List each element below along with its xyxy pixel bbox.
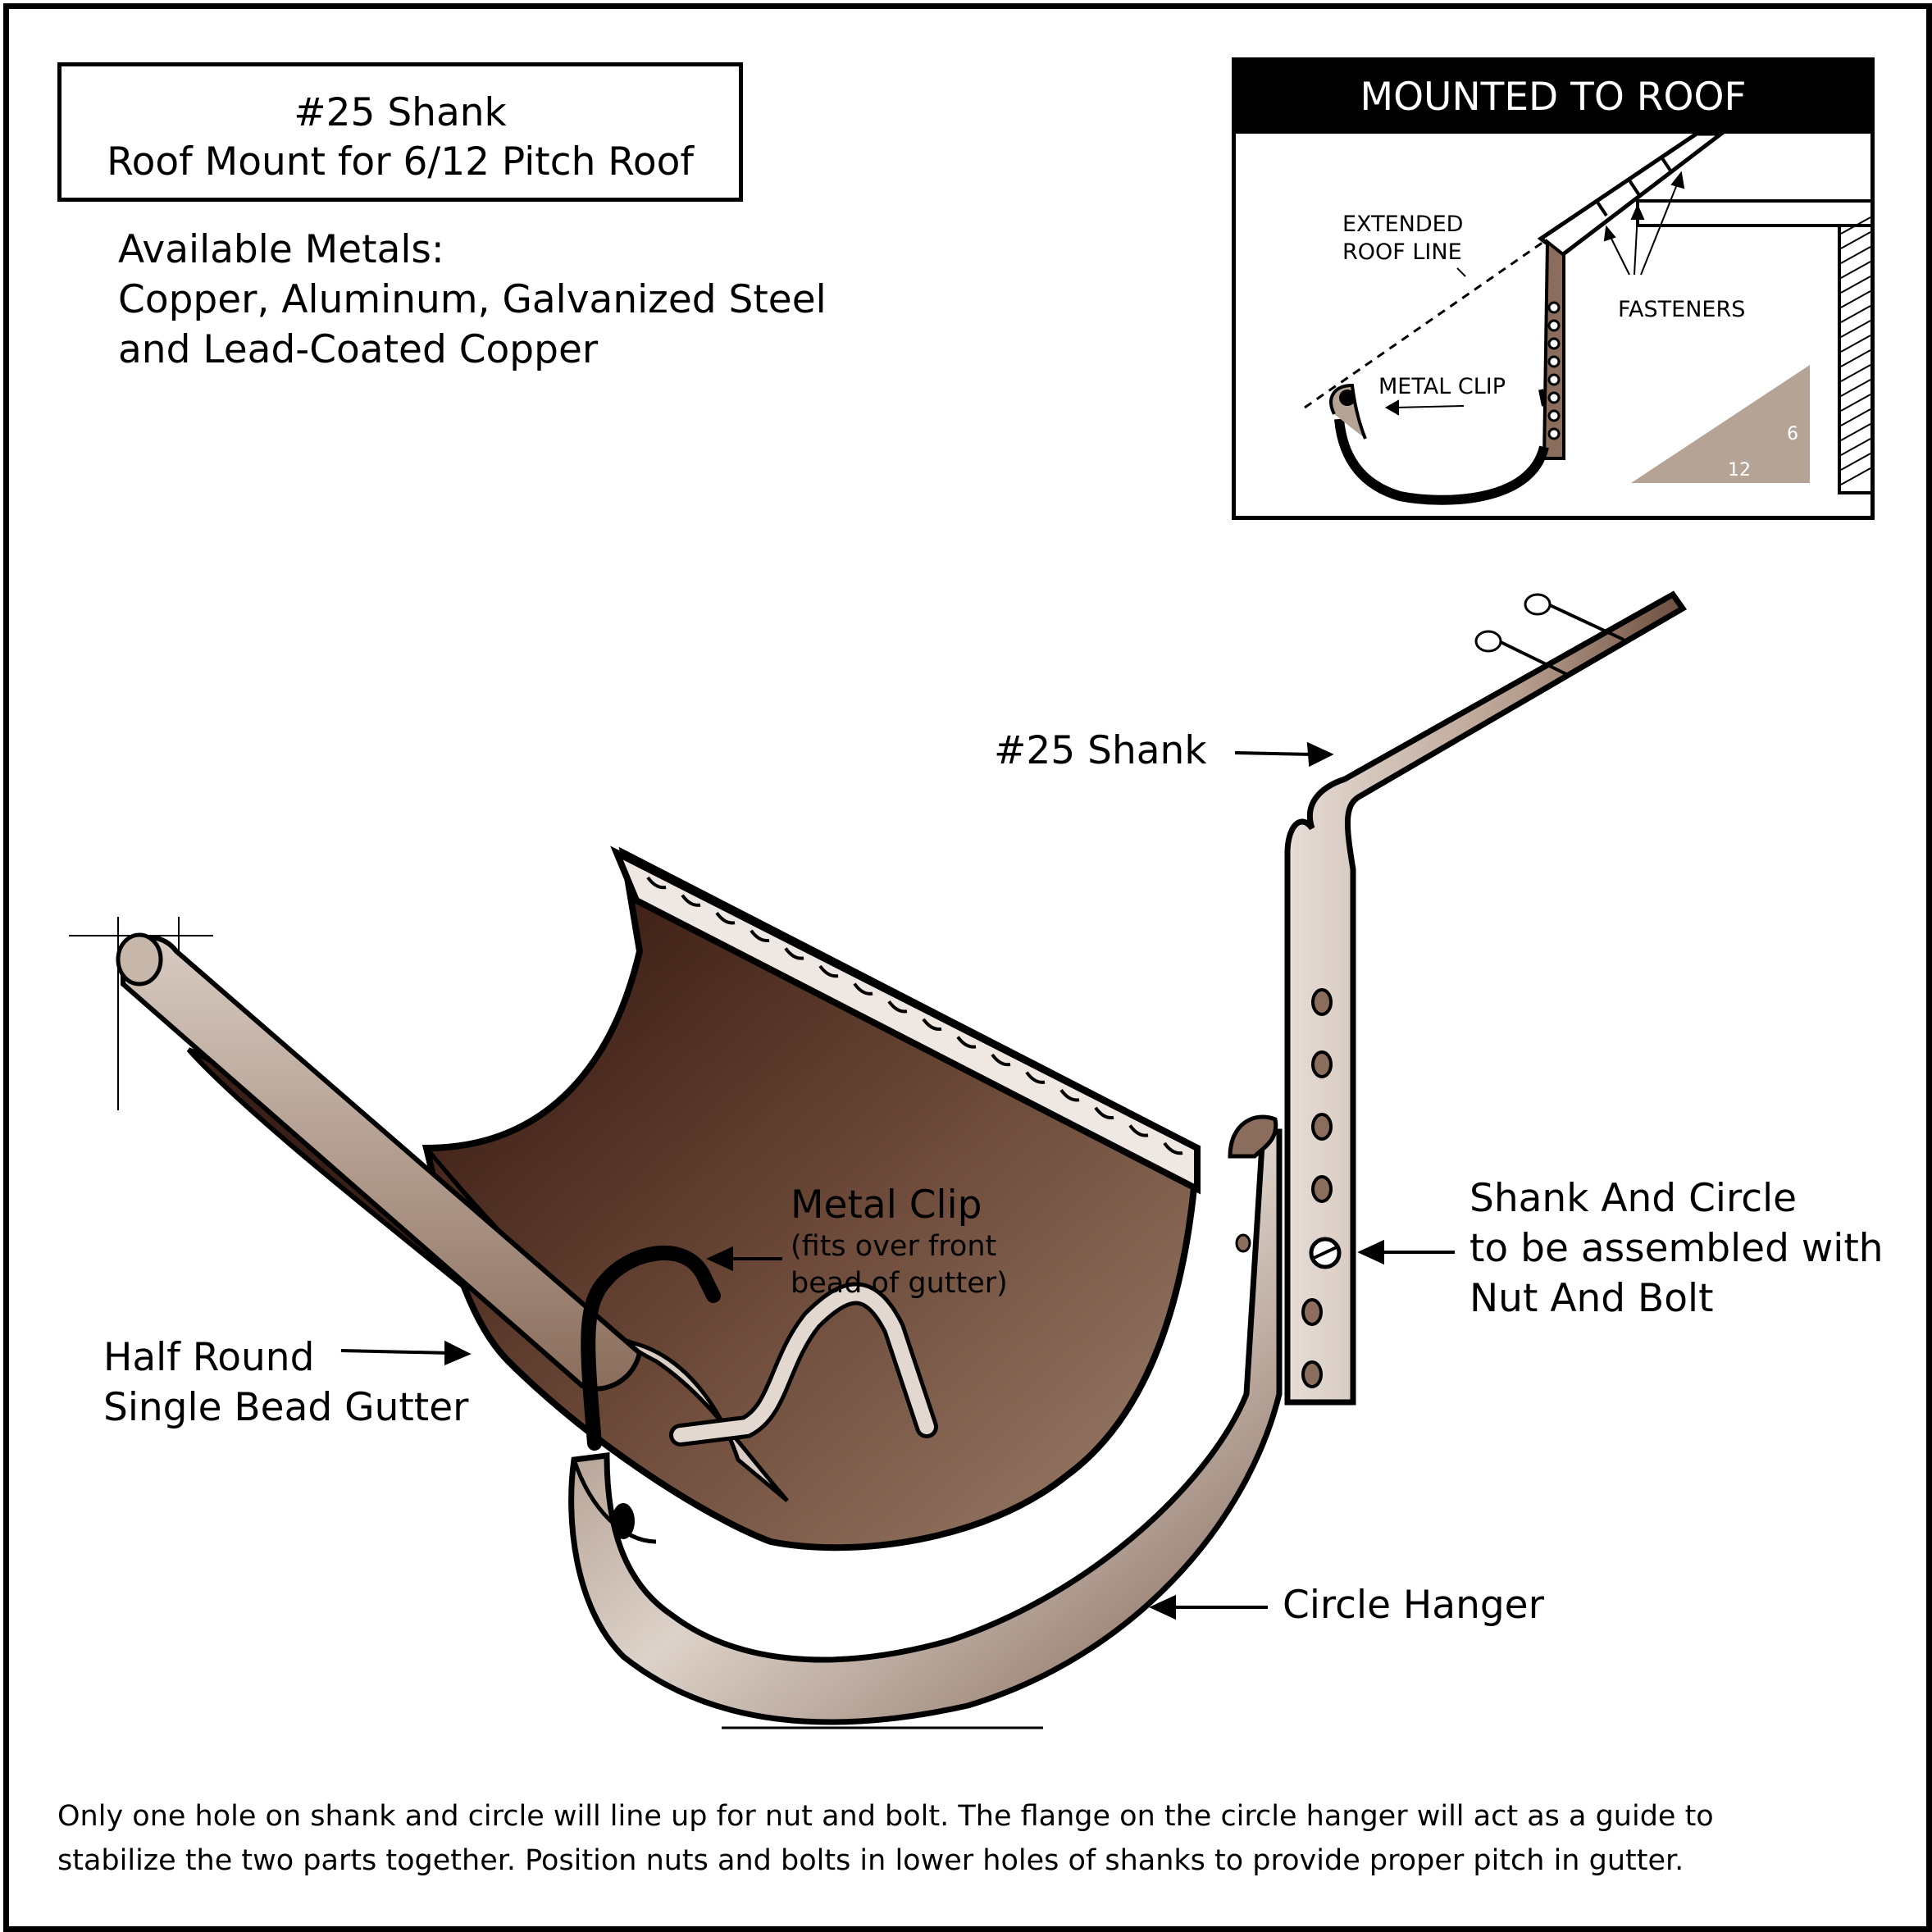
wall-hatch	[1840, 394, 1870, 412]
inset-shank-hole	[1547, 409, 1561, 422]
inset-shank-hole	[1547, 391, 1561, 404]
wall-hatch	[1840, 320, 1870, 338]
wall-hatch	[1840, 335, 1870, 353]
shank-label: #25 Shank	[994, 728, 1207, 773]
bead-tooth	[1059, 1088, 1080, 1102]
wall-hatch	[1840, 231, 1870, 249]
shank-25	[1235, 590, 1688, 1406]
bead-tooth	[887, 1000, 908, 1014]
inset-shank-hole	[1547, 319, 1561, 332]
inset-pitch-run: 12	[1728, 460, 1751, 481]
shank-holes	[1301, 988, 1333, 1388]
screw-icon	[1474, 593, 1624, 676]
metals-line-1: Copper, Aluminum, Galvanized Steel	[118, 277, 827, 322]
inset-pitch-rise: 6	[1787, 424, 1798, 444]
wall-hatch	[1840, 453, 1870, 471]
wall-hatch	[1840, 305, 1870, 323]
wall-hatch	[1840, 379, 1870, 397]
footnote-line-2: stabilize the two parts together. Positi…	[57, 1844, 1684, 1877]
wall-hatch	[1840, 216, 1870, 235]
shank-hole	[1311, 1113, 1333, 1141]
bead-tooth	[646, 876, 667, 890]
bead-teeth	[646, 876, 1183, 1155]
metals-heading: Available Metals:	[118, 227, 444, 272]
mounted-to-roof-inset: MOUNTED TO ROOF	[1232, 57, 1875, 520]
wall-hatch	[1840, 364, 1870, 382]
inset-shank-hole	[1547, 337, 1561, 350]
wall-hatch	[1840, 246, 1870, 264]
bead-tooth	[991, 1053, 1011, 1067]
footnote: Only one hole on shank and circle will l…	[57, 1794, 1714, 1883]
bead-tooth	[681, 894, 701, 907]
inset-metal-clip-label: METAL CLIP	[1378, 374, 1506, 399]
metal-clip	[581, 1245, 938, 1451]
wall-hatch	[1840, 423, 1870, 441]
bead-tooth	[1163, 1141, 1183, 1155]
footnote-line-1: Only one hole on shank and circle will l…	[57, 1800, 1714, 1833]
wall-hatch	[1840, 408, 1870, 426]
assembly-label-1: Shank And Circle	[1470, 1176, 1798, 1221]
half-round-gutter	[116, 845, 1201, 1552]
bead-tooth	[922, 1018, 942, 1032]
pitch-triangle	[1631, 365, 1810, 483]
bead-tooth	[784, 947, 804, 960]
inset-extended-roof-line-2: ROOF LINE	[1342, 239, 1462, 265]
available-metals: Available Metals: Copper, Aluminum, Galv…	[118, 225, 827, 375]
circle-hanger-label: Circle Hanger	[1283, 1583, 1544, 1628]
inset-fasteners-label: FASTENERS	[1618, 297, 1746, 322]
bead-tooth	[1025, 1071, 1046, 1084]
inset-illustration	[1304, 131, 1870, 505]
inset-shank-hole	[1547, 427, 1561, 440]
wall-hatch	[1840, 290, 1870, 308]
assembly-label-3: Nut And Bolt	[1470, 1276, 1714, 1321]
wall-hatch	[1840, 261, 1870, 279]
shank-hole	[1311, 988, 1333, 1016]
circle-hanger	[568, 1114, 1283, 1725]
title-box: #25 Shank Roof Mount for 6/12 Pitch Roof	[57, 62, 743, 202]
metal-clip-note-1: (fits over front	[791, 1230, 997, 1263]
assembly-label-2: to be assembled with	[1470, 1226, 1884, 1271]
inset-header: MOUNTED TO ROOF	[1236, 62, 1870, 134]
title-line-2: Roof Mount for 6/12 Pitch Roof	[107, 139, 694, 185]
half-round-label-2: Single Bead Gutter	[103, 1385, 469, 1430]
shank-hole	[1301, 1360, 1323, 1388]
bead-tooth	[956, 1036, 977, 1049]
wall-hatch	[1840, 349, 1870, 367]
label-arrows	[340, 741, 1455, 1620]
shank-hole	[1311, 1175, 1333, 1203]
bead-tooth	[853, 982, 873, 996]
metals-line-2: and Lead-Coated Copper	[118, 327, 599, 372]
metal-clip-note-2: bead of gutter)	[791, 1267, 1008, 1300]
bead-tooth	[818, 964, 839, 978]
inset-shank-hole	[1547, 373, 1561, 386]
bead-tooth	[715, 911, 736, 925]
bead-tooth	[1128, 1124, 1149, 1137]
bead-tooth	[1094, 1106, 1114, 1120]
wall-hatch	[1840, 438, 1870, 456]
inset-shank-hole	[1547, 301, 1561, 314]
inset-shank-hole	[1547, 355, 1561, 368]
bead-tooth	[750, 929, 770, 943]
wall-hatch	[1840, 276, 1870, 294]
diagram-frame	[3, 3, 1932, 1932]
shank-hole	[1301, 1298, 1323, 1326]
inset-extended-roof-line-1: EXTENDED	[1342, 212, 1464, 237]
wall-hatch	[1840, 467, 1870, 485]
half-round-label-1: Half Round	[103, 1335, 315, 1380]
shank-hole	[1311, 1050, 1333, 1078]
title-line-1: #25 Shank	[294, 90, 507, 135]
metal-clip-label: Metal Clip	[791, 1182, 982, 1228]
